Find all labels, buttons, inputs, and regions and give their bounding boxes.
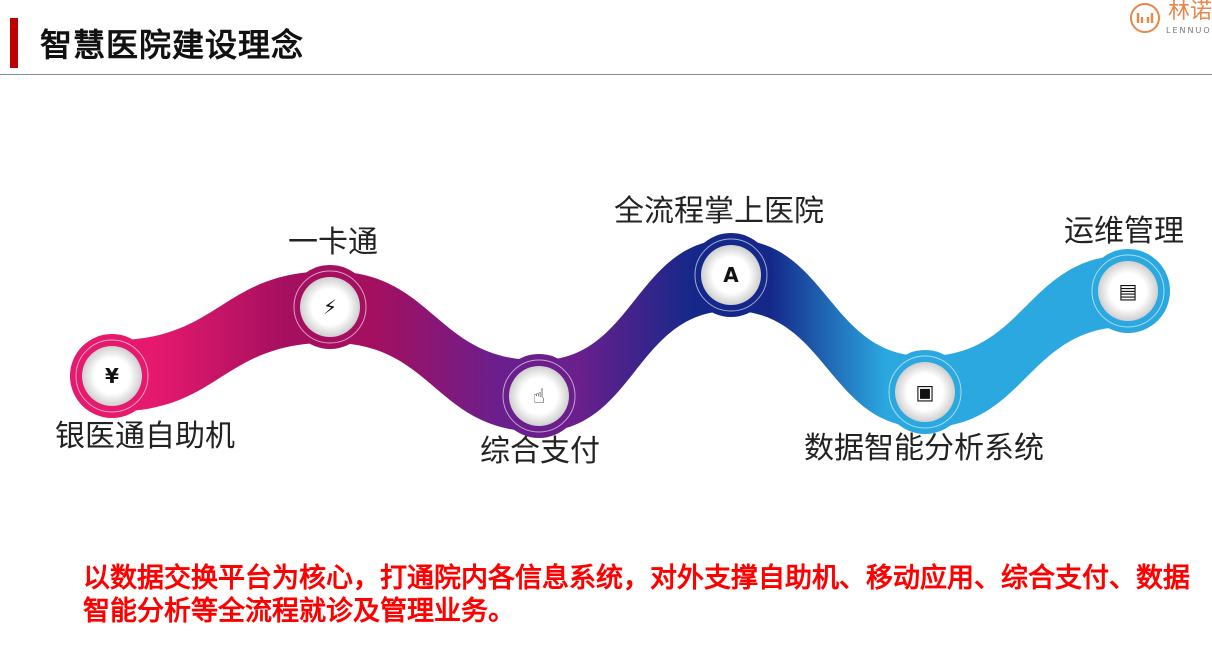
node-disc xyxy=(701,245,761,305)
summary-text: 以数据交换平台为核心，打通院内各信息系统，对外支撑自助机、移动应用、综合支付、数… xyxy=(83,563,1190,627)
node-label: 一卡通 xyxy=(288,225,378,260)
node-ring-highlight xyxy=(293,270,367,344)
node-label: 数据智能分析系统 xyxy=(804,431,1044,466)
logo-subtext: LENNUO xyxy=(1166,26,1212,35)
flow-connector xyxy=(731,239,925,428)
node-label: 银医通自助机 xyxy=(55,419,235,454)
hand-pointer-icon: ☝ xyxy=(532,384,546,408)
node-ring-highlight xyxy=(502,359,576,433)
flow-connector xyxy=(330,271,539,432)
node-disc xyxy=(82,346,142,406)
node-disc xyxy=(1098,261,1158,321)
monitor-webcam-icon: ▣ xyxy=(915,380,935,404)
yuan-shield-icon: ¥ xyxy=(105,364,119,388)
flow-connector xyxy=(925,255,1128,428)
node-disc xyxy=(509,366,569,426)
node-disc xyxy=(895,362,955,422)
node-ring-highlight xyxy=(888,355,962,429)
page-title: 智慧医院建设理念 xyxy=(40,26,305,64)
logo-mark xyxy=(1130,3,1160,33)
header-divider xyxy=(0,74,1212,75)
node-ring-highlight xyxy=(694,238,768,312)
title-accent-bar xyxy=(10,18,18,68)
card-lightning-icon: ⚡ xyxy=(322,295,338,319)
monitor-chart-icon: ▤ xyxy=(1118,279,1138,303)
node-label: 运维管理 xyxy=(1064,214,1184,249)
node-disc xyxy=(300,277,360,337)
node-label: 全流程掌上医院 xyxy=(614,194,824,229)
app-store-icon: A xyxy=(723,263,739,287)
node-ring-highlight xyxy=(75,339,149,413)
flow-connector xyxy=(112,271,330,412)
flow-connector xyxy=(539,239,731,432)
node-label: 综合支付 xyxy=(480,434,600,469)
node-ring-highlight xyxy=(1091,254,1165,328)
logo-text: 林诺 xyxy=(1168,0,1212,24)
